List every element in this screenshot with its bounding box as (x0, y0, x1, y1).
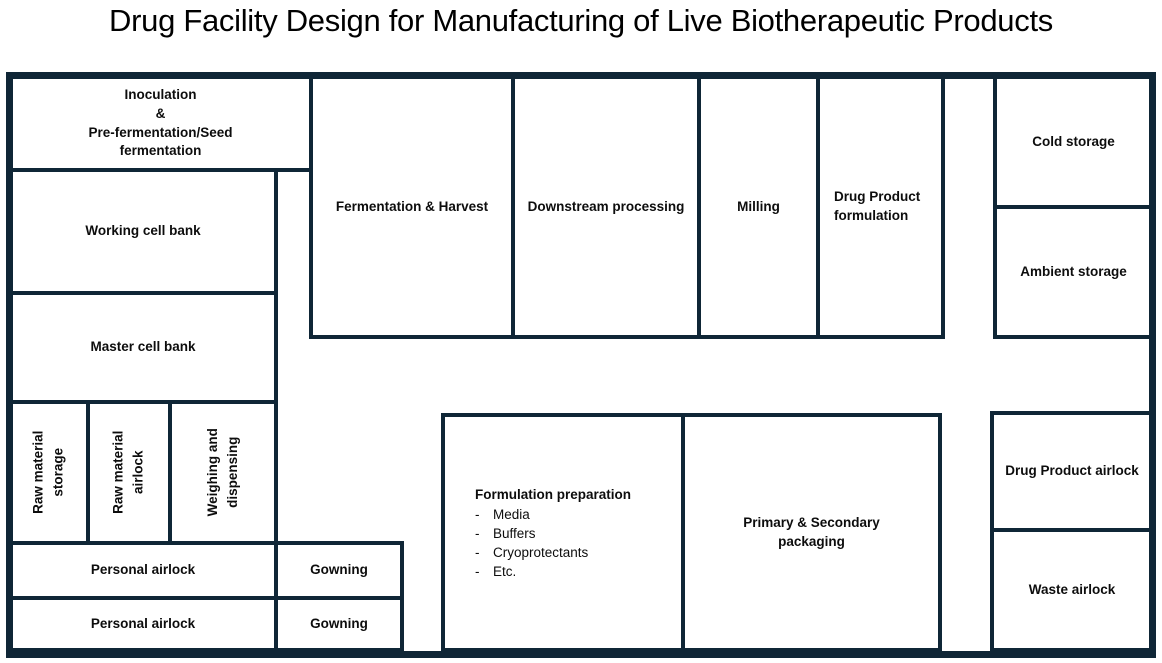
room-milling: Milling (697, 75, 820, 339)
room-label: Fermentation & Harvest (335, 198, 489, 214)
list-item: -Etc. (475, 562, 516, 581)
bullet: - (475, 525, 480, 541)
room-label: Weighing and dispensing (204, 428, 240, 517)
list-item-label: Media (493, 506, 530, 522)
room-label: Milling (737, 198, 780, 214)
room-label: Personal airlock (90, 615, 196, 631)
list-item: -Cryoprotectants (475, 543, 588, 562)
bullet: - (475, 544, 480, 560)
room-label: Drug Product formulation (834, 189, 921, 223)
room-gowning-upper: Gowning (274, 541, 404, 600)
bullet: - (475, 563, 480, 579)
room-personal-airlock-upper: Personal airlock (8, 541, 278, 600)
room-formulation-preparation: Formulation preparation -Media -Buffers … (441, 413, 685, 652)
room-label: Gowning (310, 615, 368, 631)
room-fermentation-harvest: Fermentation & Harvest (309, 75, 515, 339)
room-raw-material-airlock: Raw material airlock (86, 400, 172, 545)
room-drug-product-airlock: Drug Product airlock (990, 411, 1154, 532)
room-label: Primary & Secondary packaging (743, 514, 880, 549)
bullet: - (475, 506, 480, 522)
formulation-preparation-content: Formulation preparation -Media -Buffers … (445, 485, 631, 581)
room-label: Raw material storage (30, 430, 67, 515)
room-personal-airlock-lower: Personal airlock (8, 596, 278, 652)
list-item: -Buffers (475, 524, 536, 543)
room-cold-storage: Cold storage (993, 75, 1154, 209)
list-item: -Media (475, 505, 530, 524)
room-label: Cold storage (1032, 133, 1115, 149)
room-raw-material-storage: Raw material storage (8, 400, 90, 545)
diagram-title: Drug Facility Design for Manufacturing o… (109, 3, 1053, 38)
room-master-cell-bank: Master cell bank (8, 291, 278, 404)
room-label: Downstream processing (527, 198, 685, 214)
room-label: Ambient storage (1020, 263, 1127, 279)
room-label: Formulation preparation (475, 486, 632, 502)
list-item-label: Cryoprotectants (493, 544, 589, 560)
room-inoculation: Inoculation & Pre-fermentation/Seed ferm… (8, 75, 313, 172)
room-downstream-processing: Downstream processing (511, 75, 701, 339)
room-label: Raw material airlock (110, 430, 147, 515)
room-waste-airlock: Waste airlock (990, 528, 1154, 652)
room-working-cell-bank: Working cell bank (8, 168, 278, 295)
room-gowning-lower: Gowning (274, 596, 404, 652)
room-label: Master cell bank (90, 339, 196, 355)
room-primary-secondary-packaging: Primary & Secondary packaging (681, 413, 942, 652)
room-label: Working cell bank (85, 223, 201, 239)
room-ambient-storage: Ambient storage (993, 205, 1154, 339)
list-item-label: Etc. (493, 563, 517, 579)
room-weighing-and-dispensing: Weighing and dispensing (168, 400, 278, 545)
room-label: Waste airlock (1028, 581, 1116, 597)
room-label: Inoculation & Pre-fermentation/Seed ferm… (88, 86, 233, 159)
room-drug-product-formulation: Drug Product formulation (816, 75, 945, 339)
room-label: Gowning (310, 562, 368, 578)
room-label: Drug Product airlock (1005, 463, 1139, 479)
list-item-label: Buffers (493, 525, 536, 541)
room-label: Personal airlock (90, 562, 196, 578)
